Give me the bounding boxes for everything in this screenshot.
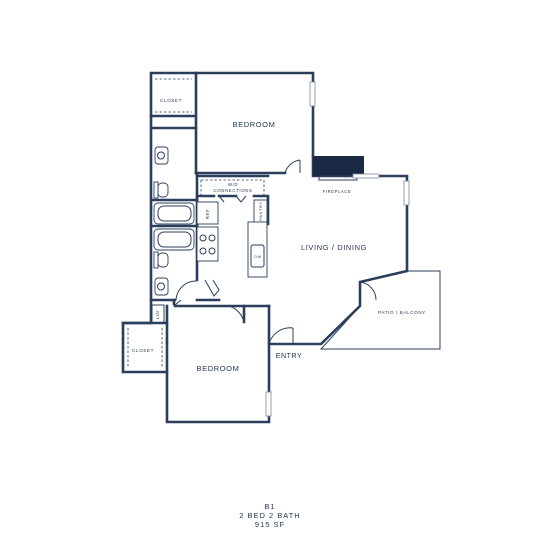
bath-2 <box>149 171 199 302</box>
top-bedroom-walls <box>149 71 301 175</box>
label-bedroom-bottom: BEDROOM <box>197 364 240 373</box>
label-patio-balcony: PATIO / BALCONY <box>378 310 426 315</box>
label-refrigerator: REF <box>205 209 210 220</box>
label-closet-bottom: CLOSET <box>132 348 154 353</box>
label-bedroom-top: BEDROOM <box>233 120 276 129</box>
label-living-dining: LIVING / DINING <box>301 243 367 252</box>
label-dishwasher: DW <box>254 255 262 259</box>
unit-name: B1 <box>264 502 276 511</box>
label-entry: ENTRY <box>276 353 303 360</box>
label-pantry: PANTRY <box>258 201 263 220</box>
label-fireplace: FIREPLACE <box>323 189 352 194</box>
bottom-bedroom-walls <box>121 298 294 368</box>
beds-baths: 2 BED 2 BATH <box>239 511 301 520</box>
patio-balcony <box>319 270 441 350</box>
windows <box>265 81 410 417</box>
label-closet-top: CLOSET <box>160 98 182 103</box>
label-wd: W/D <box>228 182 238 187</box>
bath-1 <box>149 146 199 225</box>
kitchen <box>195 174 270 297</box>
label-wd-connections: CONNECTIONS <box>213 188 252 193</box>
label-linen: LIN <box>155 311 160 320</box>
square-footage: 915 SF <box>254 520 286 529</box>
